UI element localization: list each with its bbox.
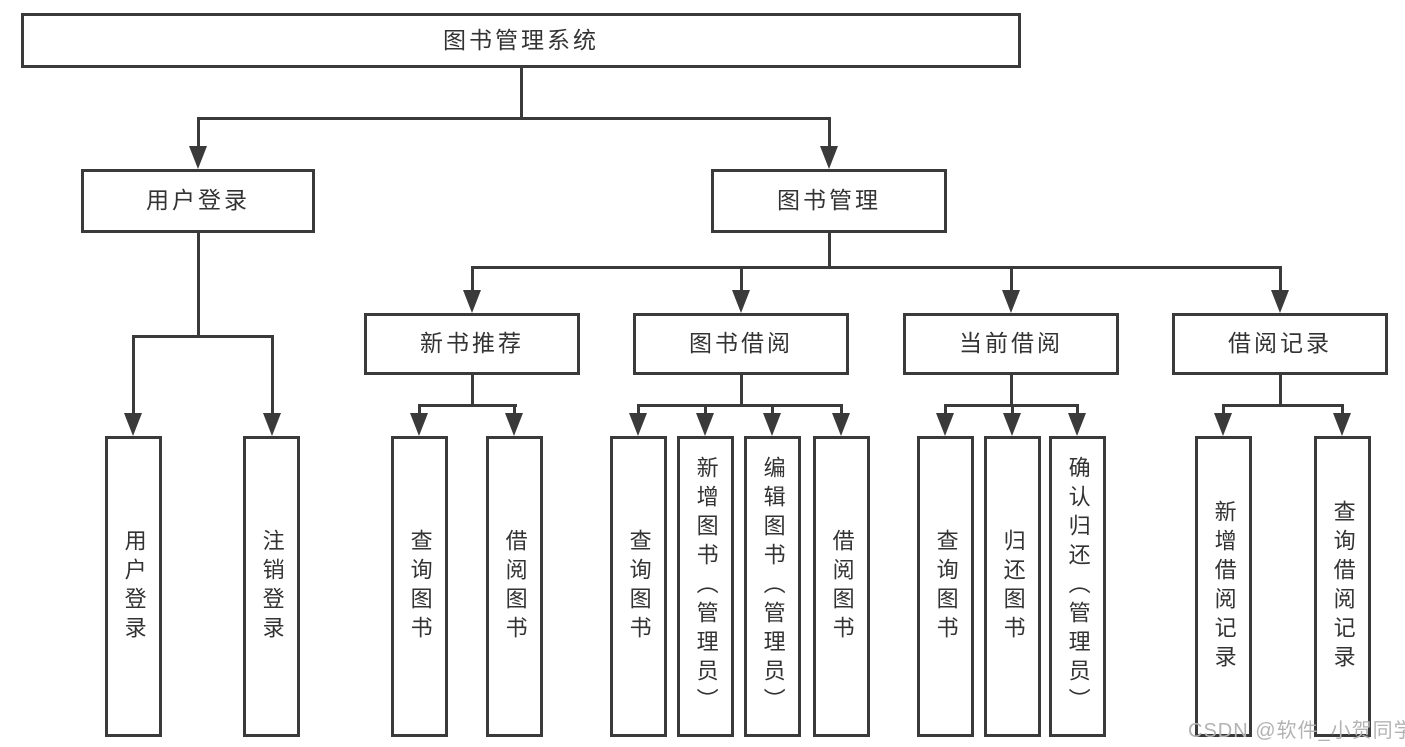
leaf-borrow-book: 借阅图书 (813, 436, 870, 737)
connector-line (418, 404, 421, 414)
connector-line (1010, 266, 1013, 292)
leaf-add-book-admin: 新增图书（管理员） (677, 436, 734, 737)
leaf-edit-book-admin: 编辑图书（管理员） (744, 436, 801, 737)
watermark: CSDN @软件_小贺同学 (1188, 720, 1405, 742)
arrow-down-icon (463, 290, 481, 313)
connector-line (840, 404, 843, 414)
arrow-down-icon (1068, 413, 1086, 436)
arrow-down-icon (732, 290, 750, 313)
arrow-down-icon (820, 146, 838, 169)
connector-line (828, 117, 831, 148)
node-current-borrow: 当前借阅 (903, 313, 1119, 375)
connector-line (513, 404, 516, 414)
leaf-recommend-query-books: 查询图书 (391, 436, 448, 737)
arrow-down-icon (832, 413, 850, 436)
arrow-down-icon (124, 413, 142, 436)
arrow-down-icon (1214, 413, 1232, 436)
connector-line (271, 335, 274, 415)
arrow-down-icon (763, 413, 781, 436)
leaf-recommend-borrow-books: 借阅图书 (486, 436, 543, 737)
connector-line (1010, 375, 1013, 407)
connector-line (471, 375, 474, 407)
connector-line (1076, 404, 1079, 414)
leaf-query-borrow-record: 查询借阅记录 (1314, 436, 1371, 737)
connector-line (1279, 375, 1282, 407)
leaf-logout: 注销登录 (243, 436, 300, 737)
connector-line (520, 68, 523, 118)
arrow-down-icon (629, 413, 647, 436)
leaf-current-query-books: 查询图书 (917, 436, 974, 737)
connector-line (197, 117, 200, 148)
arrow-down-icon (1271, 290, 1289, 313)
connector-line (1279, 266, 1282, 292)
connector-line (740, 375, 743, 407)
connector-line (132, 335, 135, 415)
connector-line (704, 404, 707, 414)
connector-line (471, 266, 474, 292)
leaf-confirm-return-admin: 确认归还（管理员） (1049, 436, 1106, 737)
leaf-add-borrow-record: 新增借阅记录 (1195, 436, 1252, 737)
connector-line (740, 266, 743, 292)
connector-line (1341, 404, 1344, 414)
connector-line (197, 117, 831, 120)
connector-line (418, 404, 517, 407)
leaf-return-book: 归还图书 (984, 436, 1041, 737)
connector-line (828, 233, 831, 269)
connector-line (771, 404, 774, 414)
node-user-login: 用户登录 (81, 169, 315, 233)
arrow-down-icon (696, 413, 714, 436)
connector-line (637, 404, 842, 407)
connector-line (1222, 404, 1225, 414)
node-borrow-records: 借阅记录 (1172, 313, 1388, 375)
leaf-borrow-query-books: 查询图书 (610, 436, 667, 737)
arrow-down-icon (263, 413, 281, 436)
arrow-down-icon (410, 413, 428, 436)
connector-line (197, 233, 200, 338)
node-library-system: 图书管理系统 (21, 13, 1021, 68)
arrow-down-icon (1333, 413, 1351, 436)
node-new-book-recommend: 新书推荐 (364, 313, 580, 375)
node-book-management: 图书管理 (711, 169, 947, 233)
connector-line (471, 266, 1282, 269)
leaf-user-login: 用户登录 (105, 436, 162, 737)
arrow-down-icon (936, 413, 954, 436)
connector-line (1222, 404, 1344, 407)
arrow-down-icon (1002, 290, 1020, 313)
connector-line (1011, 404, 1014, 414)
connector-line (637, 404, 640, 414)
arrow-down-icon (189, 146, 207, 169)
arrow-down-icon (505, 413, 523, 436)
node-book-borrow: 图书借阅 (633, 313, 849, 375)
connector-line (132, 335, 274, 338)
connector-line (944, 404, 947, 414)
arrow-down-icon (1003, 413, 1021, 436)
